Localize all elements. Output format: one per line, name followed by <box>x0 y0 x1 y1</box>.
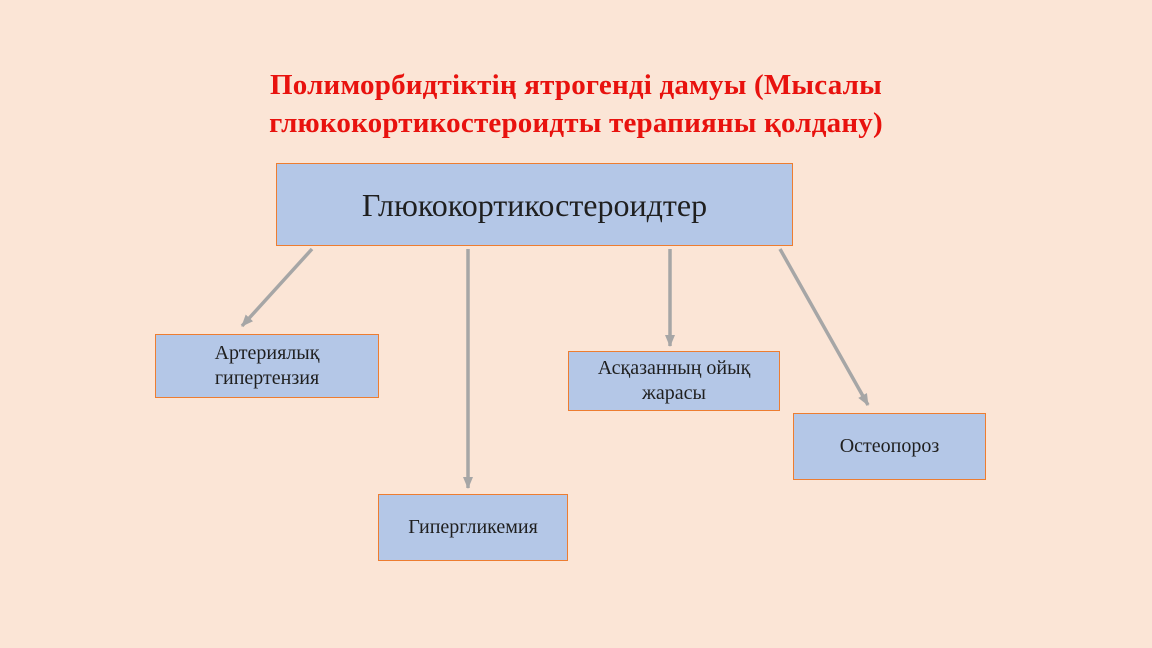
node-glucocorticosteroids-label: Глюкокортикостероидтер <box>361 186 708 223</box>
slide-title: Полиморбидтіктің ятрогенді дамуы (Мысалы… <box>269 69 883 140</box>
node-osteoporosis: Остеопороз <box>793 413 986 480</box>
node-glucocorticosteroids: Глюкокортикостероидтер <box>276 163 793 246</box>
node-hyperglycemia-label: Гипергликемия <box>408 516 538 538</box>
connector-to-arterial-hypertension <box>240 247 314 328</box>
connector-to-osteoporosis <box>778 248 870 406</box>
node-peptic-ulcer-label: Асқазанның ойық жарасы <box>597 357 751 404</box>
node-arterial-hypertension-label: Артериялық гипертензия <box>214 342 320 389</box>
node-arterial-hypertension: Артериялық гипертензия <box>155 334 379 398</box>
node-peptic-ulcer: Асқазанның ойық жарасы <box>568 351 780 411</box>
node-hyperglycemia: Гипергликемия <box>378 494 568 561</box>
node-osteoporosis-label: Остеопороз <box>839 435 940 457</box>
